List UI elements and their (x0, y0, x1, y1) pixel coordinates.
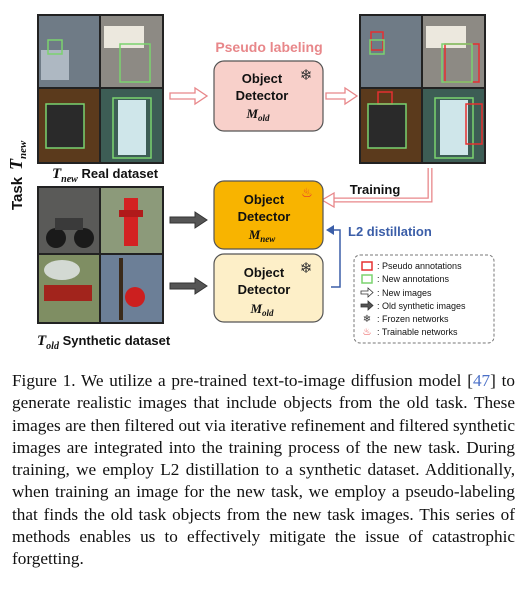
detector-new: Object Detector Mnew ♨ (213, 180, 324, 250)
training-arrow (320, 168, 433, 209)
pseudo-labeling-label: Pseudo labeling (215, 39, 322, 55)
green-box-icon (361, 274, 373, 284)
snowflake-icon: ❄ (300, 261, 313, 277)
svg-text:Detector: Detector (236, 88, 289, 103)
svg-text:Object: Object (242, 71, 283, 86)
snowflake-icon: ❄ (363, 314, 371, 325)
svg-text:Mnew: Mnew (248, 227, 277, 244)
white-arrow-icon (360, 287, 374, 298)
arrow-old-synthetic-2 (169, 277, 208, 295)
svg-text:Mold: Mold (249, 301, 274, 318)
snowflake-icon: ❄ (300, 68, 313, 84)
svg-text:Task: Task (9, 176, 26, 210)
arrow-old-synthetic-1 (169, 211, 208, 229)
figure-1: Task Tnew Tnew Real dataset Pseudo label… (6, 14, 495, 352)
arrow-new-images-2 (325, 86, 359, 106)
pseudo-annotated-images (359, 14, 486, 164)
legend: : Pseudo annotations : New annotations :… (353, 254, 495, 344)
arrow-new-images-1 (169, 86, 209, 106)
synthetic-dataset-label: Told Synthetic dataset (37, 333, 171, 352)
svg-text:Detector: Detector (238, 282, 291, 297)
dark-arrow-icon (360, 300, 374, 311)
figure-caption: Figure 1. We utilize a pre-trained text-… (12, 371, 515, 569)
real-dataset-images (37, 14, 164, 164)
l2-distillation-arrow (326, 225, 341, 288)
flame-icon: ♨ (301, 185, 313, 200)
detector-old-bottom: Object Detector Mold ❄ (213, 253, 324, 323)
svg-text:: Old synthetic images: : Old synthetic images (377, 301, 466, 311)
svg-text:: Trainable networks: : Trainable networks (377, 327, 458, 337)
svg-text:Mold: Mold (245, 106, 270, 123)
l2-distillation-label: L2 distillation (348, 224, 432, 239)
real-dataset-label: Tnew Real dataset (52, 166, 159, 185)
red-box-icon (361, 261, 373, 271)
svg-text:Tnew: Tnew (6, 140, 29, 170)
task-axis-label: Task Tnew (6, 140, 29, 210)
svg-text:: Pseudo annotations: : Pseudo annotations (377, 261, 462, 271)
flame-icon: ♨ (363, 327, 372, 338)
training-label: Training (350, 182, 401, 197)
svg-text:: New annotations: : New annotations (377, 274, 450, 284)
svg-text:: New images: : New images (377, 288, 432, 298)
detector-old-top: Object Detector Mold ❄ (213, 60, 324, 132)
synthetic-dataset-images (37, 186, 164, 324)
svg-text:Detector: Detector (238, 209, 291, 224)
svg-text:Object: Object (244, 265, 285, 280)
citation-link[interactable]: 47 (472, 371, 491, 390)
svg-text:: Frozen networks: : Frozen networks (377, 314, 449, 324)
svg-text:Object: Object (244, 192, 285, 207)
